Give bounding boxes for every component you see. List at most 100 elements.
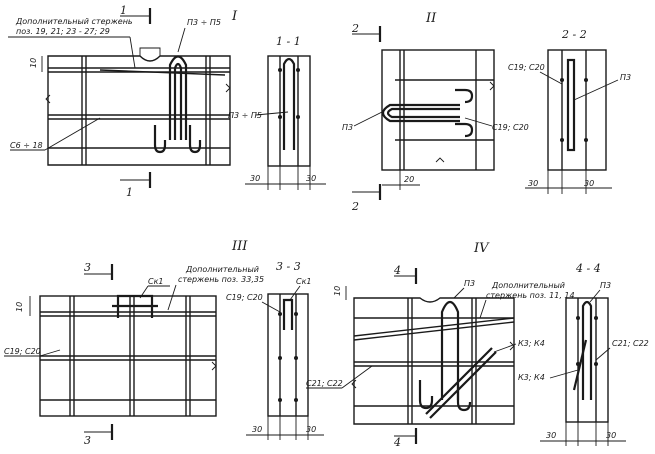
- panel-II: II П3 С19; С20 20 2 2: [342, 11, 529, 213]
- panel-II-loop-P3: [381, 103, 460, 123]
- section-3-3: 3 - 3 С19; С20 Ск1 30 30: [226, 260, 324, 440]
- panel-II-cut-top-label: 2: [351, 22, 359, 35]
- panel-IV-title: IV: [473, 241, 490, 256]
- section-1-1: 1 - 1 П3 ÷ П5 30 30: [228, 35, 326, 190]
- section-2-2-dot-2: [584, 78, 588, 82]
- section-4-4-dim-right: 30: [606, 431, 616, 440]
- section-1-1-dot-2: [296, 68, 300, 72]
- panel-I-loop-P3: [168, 55, 188, 140]
- section-1-1-dot-4: [296, 115, 300, 119]
- section-4-4-P3-leader: [589, 289, 601, 303]
- section-1-1-label-P3P5: П3 ÷ П5: [228, 111, 262, 120]
- panel-I-loop-P3-inner: [173, 62, 183, 140]
- panel-I-label-S6S18: С6 ÷ 18: [10, 141, 43, 150]
- section-2-2-label-C19C20: С19; С20: [508, 63, 545, 72]
- panel-I-outline: [47, 55, 231, 166]
- panel-I-note-line1: Дополнительный стержень: [15, 17, 133, 26]
- panel-III-Sk1-leader: [139, 285, 149, 299]
- panel-II-outline: [381, 49, 495, 171]
- section-1-1-leader: [255, 111, 289, 116]
- section-3-3-Sk1-leader: [289, 285, 301, 301]
- panel-IV-P3-leader: [453, 287, 465, 299]
- section-4-4-C21C22-leader: [595, 347, 611, 361]
- section-2-2-dim-right: 30: [584, 179, 594, 188]
- section-4-4-label-C21C22: С21; С22: [612, 339, 649, 348]
- panel-IV-label-P3: П3: [464, 279, 475, 288]
- panel-II-title: II: [425, 11, 437, 26]
- section-3-3-C19C20-leader: [261, 301, 281, 313]
- section-3-3-dot-1: [278, 312, 282, 316]
- section-4-4-dot-3: [576, 362, 580, 366]
- section-2-2-dot-1: [560, 78, 564, 82]
- panel-I-hook-1: [153, 125, 167, 154]
- section-4-4-loop: [581, 300, 593, 400]
- section-4-4-label-P3: П3: [600, 281, 611, 290]
- panel-IV-K3K4-leader: [493, 343, 517, 353]
- section-3-3-dim-left: 30: [252, 425, 262, 434]
- section-4-4-dot-2: [594, 316, 598, 320]
- panel-IV-hook-2: [456, 385, 472, 412]
- section-4-4-dot-4: [594, 362, 598, 366]
- panel-I-note-leader: [129, 36, 136, 69]
- section-1-1-dim-right: 30: [306, 174, 316, 183]
- panel-IV-cut-bottom-label: 4: [393, 436, 401, 449]
- panel-IV-dim-10: 10: [333, 286, 342, 296]
- panel-II-cut-bottom-label: 2: [351, 200, 359, 213]
- panel-IV-label-C21C22: С21; С22: [306, 379, 343, 388]
- panel-I-cut-top-label: 1: [120, 4, 127, 17]
- panel-I-dim-10: 10: [29, 58, 38, 68]
- panel-III-break-right: [211, 361, 217, 371]
- panel-II-label-C19C20: С19; С20: [492, 123, 529, 132]
- panel-II-label-P3: П3: [342, 123, 353, 132]
- panel-II-P3-leader: [353, 111, 383, 127]
- panel-II-hook-2: [455, 122, 474, 138]
- panel-I-title: I: [231, 9, 238, 24]
- panel-I-label-P3P5: П3 ÷ П5: [187, 18, 221, 27]
- panel-IV-additional-bar: [353, 317, 515, 337]
- panel-IV-diag-K3: [425, 347, 493, 415]
- panel-II-break-right: [489, 81, 495, 91]
- section-2-2-dot-4: [584, 138, 588, 142]
- section-2-2-outline: [547, 49, 607, 171]
- section-2-2-label-P3: П3: [620, 73, 631, 82]
- section-1-1-title: 1 - 1: [276, 35, 301, 48]
- panel-I-break-left: [45, 94, 51, 104]
- section-2-2-P3-leader: [573, 79, 619, 101]
- section-1-1-dot-3: [278, 115, 282, 119]
- section-3-3-label-C19C20: С19; С20: [226, 293, 263, 302]
- panel-IV-note-leader: [479, 299, 487, 319]
- section-4-4: 4 - 4 П3 К3; К4 С21; С22 30 30: [518, 262, 649, 446]
- panel-II-dim-20: 20: [404, 175, 414, 184]
- panel-II-break-bottom: [435, 157, 445, 163]
- panel-II-loop-P3-inner: [386, 107, 460, 119]
- panel-IV: IV П3 Дополнительный стержень поз. 11, 1…: [306, 241, 575, 449]
- panel-III-dim-10: 10: [15, 302, 24, 312]
- panel-III-note-line2: стержень поз. 33,35: [178, 275, 264, 284]
- section-4-4-diag: [572, 339, 588, 391]
- panel-III-note-leader: [167, 284, 177, 311]
- panel-I: I Дополнительный стержень поз. 19, 21; 2…: [8, 4, 238, 199]
- panel-IV-additional-bar-b: [353, 321, 515, 341]
- panel-II-C19C20-leader: [464, 117, 493, 127]
- panel-IV-label-K3K4: К3; К4: [518, 339, 545, 348]
- panel-I-hook-2: [188, 125, 202, 154]
- panel-III-label-C19C20: С19; С20: [4, 347, 41, 356]
- section-3-3-dot-4: [294, 356, 298, 360]
- section-3-3-outline: [267, 293, 309, 417]
- section-4-4-title: 4 - 4: [575, 262, 601, 275]
- section-3-3-staple: [282, 298, 294, 330]
- section-3-3-dot-5: [278, 398, 282, 402]
- section-1-1-loop: [282, 57, 296, 150]
- panel-IV-loop-P3: [440, 300, 460, 400]
- panel-II-hook-1: [455, 88, 474, 104]
- panel-I-notch: [139, 47, 161, 56]
- panel-I-P3P5-leader: [177, 27, 186, 53]
- section-2-2-loop: [566, 58, 576, 152]
- section-3-3-dot-6: [294, 398, 298, 402]
- section-3-3-dot-3: [278, 356, 282, 360]
- panel-III-title: III: [231, 239, 248, 254]
- panel-III-label-Sk1: Ск1: [148, 277, 164, 286]
- section-2-2-title: 2 - 2: [561, 28, 587, 41]
